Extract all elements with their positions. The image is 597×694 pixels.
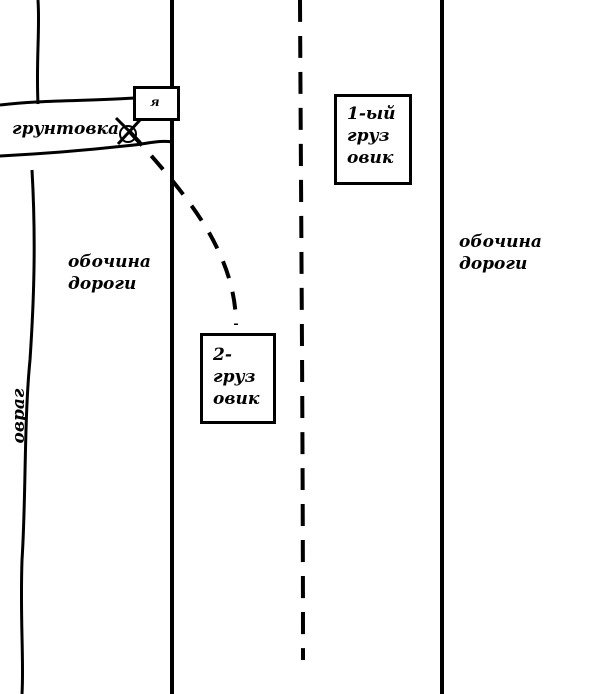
- road-center-line: [298, 0, 305, 661]
- ravine-label: овраг: [9, 388, 29, 444]
- dirt-road-label: грунтовка: [12, 119, 120, 139]
- me-label: я: [150, 95, 160, 109]
- truck-2-line-1: 2-: [213, 345, 232, 365]
- left-shoulder-line-1: обочина: [68, 252, 151, 272]
- right-shoulder-line-2: дороги: [459, 254, 528, 274]
- right-shoulder-label: обочина дороги: [459, 231, 542, 275]
- dirt-road-top-edge: [0, 96, 135, 107]
- me-marker: я: [133, 86, 180, 121]
- left-shoulder-label: обочина дороги: [68, 251, 151, 295]
- truck-2-box: 2- груз овик: [200, 333, 276, 424]
- truck-2-line-2: груз: [213, 367, 256, 387]
- truck-1-box: 1-ый груз овик: [334, 94, 412, 185]
- ravine-edge-upper: [35, 0, 41, 105]
- truck2-trajectory: [128, 130, 238, 326]
- left-shoulder-line-2: дороги: [68, 274, 137, 294]
- truck-2-line-3: овик: [213, 389, 260, 409]
- ravine-edge-lower: [19, 169, 36, 694]
- dirt-road-bottom-edge: [0, 139, 173, 158]
- impact-mark-1: [114, 116, 142, 144]
- impact-mark-circle: [119, 125, 137, 143]
- truck-1-line-3: овик: [347, 148, 394, 168]
- right-shoulder-line-1: обочина: [459, 232, 542, 252]
- truck-1-line-2: груз: [347, 126, 390, 146]
- truck-1-line-1: 1-ый: [347, 104, 396, 124]
